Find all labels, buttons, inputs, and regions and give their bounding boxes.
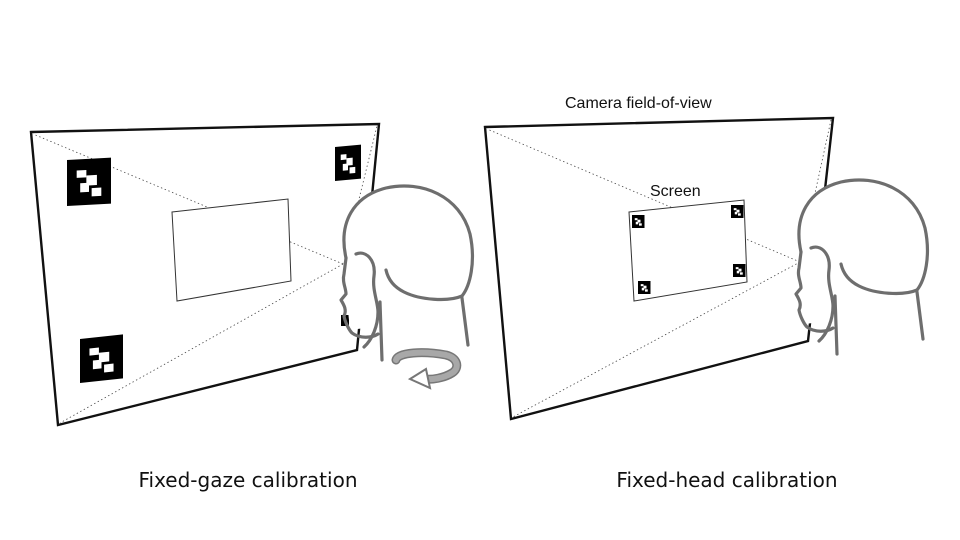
head-icon <box>339 184 474 362</box>
camera-fov-label: Camera field-of-view <box>565 95 712 112</box>
screen-rect <box>171 198 292 302</box>
fixed-head-caption: Fixed-head calibration <box>616 468 837 492</box>
fixed-gaze-caption: Fixed-gaze calibration <box>138 468 357 492</box>
sight-lines <box>32 125 378 424</box>
screen-rect <box>628 199 748 302</box>
screen-marker-top-right <box>731 205 744 218</box>
fixed-gaze-panel <box>29 122 474 427</box>
screen-marker-bottom-right <box>733 264 746 277</box>
screen-marker-top-left <box>632 215 645 228</box>
fiducial-marker-top-right <box>335 144 361 181</box>
head-icon <box>794 178 929 356</box>
fixed-head-panel <box>483 116 929 421</box>
rotation-arrow-icon <box>391 348 462 390</box>
screen-marker-bottom-left <box>638 281 651 294</box>
screen-label: Screen <box>650 183 701 200</box>
fiducial-marker-bottom-left <box>80 334 123 383</box>
fiducial-marker-top-left <box>67 157 111 206</box>
